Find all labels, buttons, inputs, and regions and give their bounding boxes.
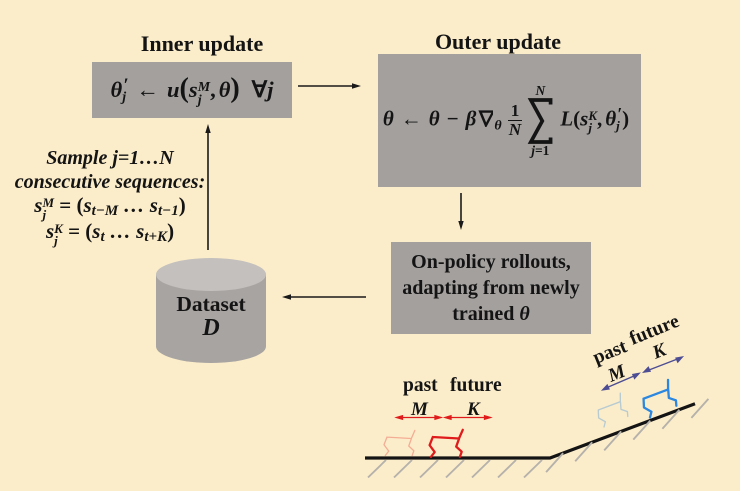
svg-text:K: K (649, 339, 671, 364)
svg-text:past: past (590, 336, 630, 369)
